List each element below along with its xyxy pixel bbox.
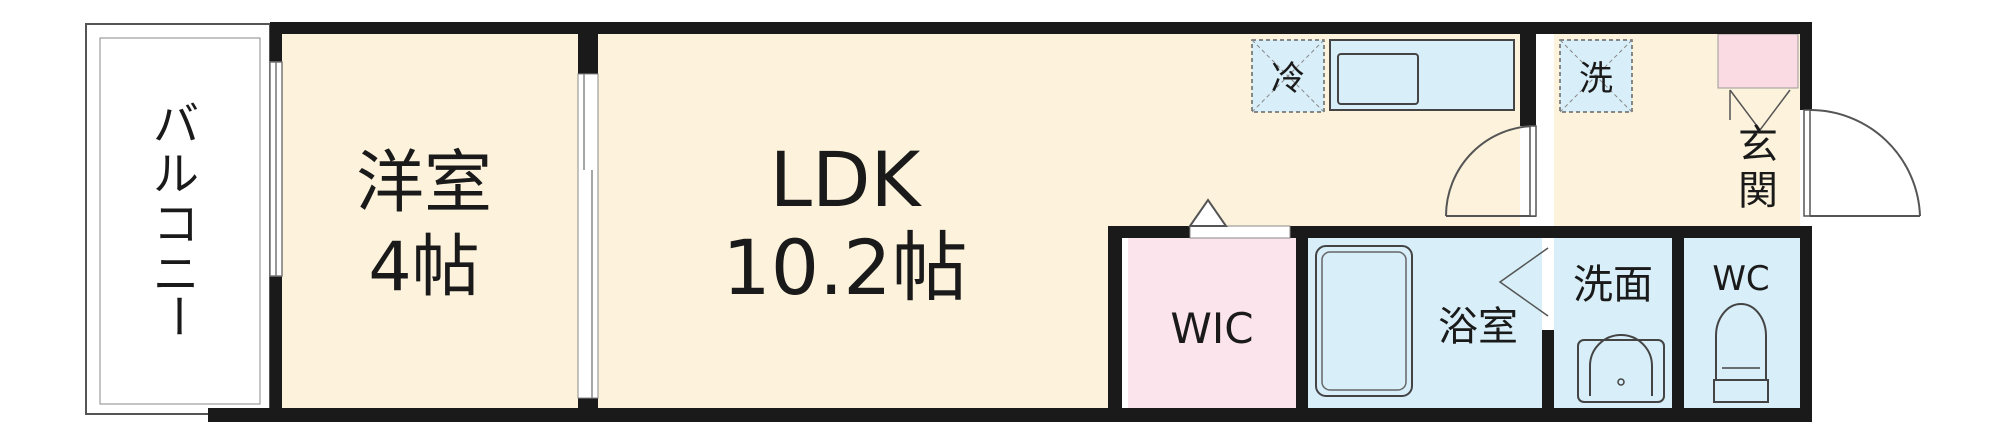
balcony-char-2: ル	[153, 147, 199, 201]
wic-floor	[1128, 236, 1296, 408]
walls	[208, 22, 1812, 422]
wall-right	[1800, 22, 1812, 110]
wall-mid-horizontal-left	[1108, 226, 1190, 238]
entrance-shoe-box	[1717, 33, 1799, 89]
wall-western-ldk-bottom	[578, 398, 598, 422]
wall-top	[270, 22, 1810, 34]
washroom-label: 洗面	[1573, 262, 1653, 308]
wall-ldk-washer	[1520, 22, 1536, 126]
balcony-char-1: バ	[153, 97, 199, 151]
balcony-char-5: ー	[151, 293, 205, 339]
western-sliding-door	[577, 73, 599, 399]
bathroom-label: 浴室	[1438, 304, 1518, 350]
wall-left-top	[270, 22, 282, 62]
balcony-char-3: コ	[153, 197, 199, 251]
kitchen-counter	[1329, 39, 1515, 111]
toilet	[1713, 303, 1769, 403]
fridge-space: 冷	[1251, 39, 1325, 113]
balcony: バ ル コ ニ ー	[85, 23, 271, 415]
ldk-size: 10.2帖	[722, 223, 967, 312]
western-room-floor	[282, 34, 578, 408]
wall-bath-washroom	[1542, 330, 1554, 422]
wash-basin	[1577, 334, 1665, 403]
wall-bottom	[208, 408, 1810, 422]
ldk-floor	[598, 34, 1520, 408]
balcony-char-4: ニ	[153, 247, 199, 301]
wall-wic-bath	[1296, 226, 1308, 422]
fridge-space-label: 冷	[1271, 59, 1305, 99]
wall-left-bottom	[270, 276, 282, 422]
entrance-label-char-1: 玄	[1738, 122, 1778, 168]
washer-area-door	[1445, 125, 1537, 226]
wic-sliding-door	[1188, 198, 1291, 239]
wic-label: WIC	[1170, 304, 1253, 353]
entrance-label-char-2: 関	[1738, 168, 1778, 214]
wall-washroom-wc	[1672, 226, 1684, 422]
balcony-window	[269, 61, 283, 277]
bathtub	[1315, 245, 1413, 397]
kitchen-sink	[1337, 53, 1419, 105]
wall-right-lower	[1800, 226, 1812, 422]
ldk-label: LDK	[770, 135, 923, 224]
entrance-inner-door	[1729, 89, 1791, 132]
balcony-floor	[85, 23, 271, 415]
washer-space-label: 洗	[1579, 59, 1613, 99]
western-room-label: 洋室	[356, 144, 492, 223]
bathroom-door	[1498, 238, 1554, 330]
entrance-door	[1800, 109, 1921, 226]
western-room-size: 4帖	[368, 228, 479, 307]
wall-ldk-wic	[1108, 226, 1122, 422]
washer-space: 洗	[1559, 39, 1633, 113]
wc-label: WC	[1712, 259, 1769, 299]
wall-western-ldk-top	[578, 22, 598, 74]
balcony-inner-line	[99, 37, 261, 405]
